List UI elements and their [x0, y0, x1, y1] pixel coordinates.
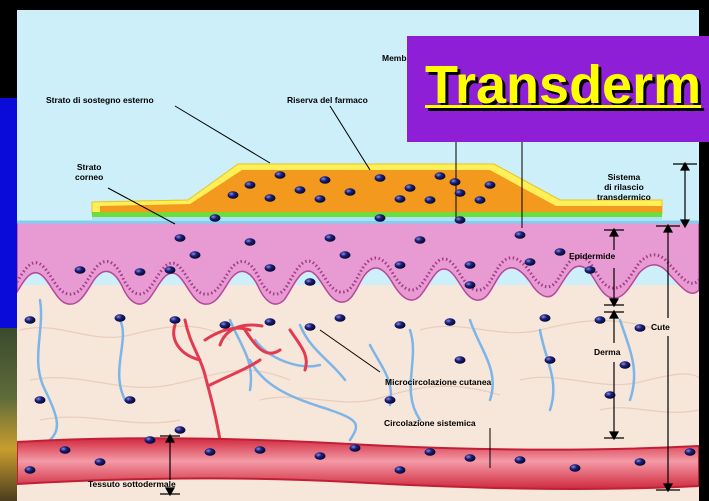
drug-molecule — [595, 316, 606, 324]
drug-molecule — [465, 261, 476, 269]
label-strato-corneo: Strato corneo — [75, 162, 103, 182]
label-epidermide: Epidermide — [569, 251, 615, 261]
drug-molecule — [245, 238, 256, 246]
drug-molecule — [220, 321, 231, 329]
drug-molecule — [115, 314, 126, 322]
drug-molecule — [315, 195, 326, 203]
drug-molecule — [635, 324, 646, 332]
label-membrana: Memb — [382, 53, 407, 63]
drug-molecule — [165, 266, 176, 274]
label-tessuto-sottodermale: Tessuto sottodermale — [88, 479, 176, 489]
label-microcircolazione: Microcircolazione cutanea — [385, 377, 491, 387]
label-sistema-rilascio: Sistema di rilascio transdermico — [597, 172, 651, 202]
drug-molecule — [335, 314, 346, 322]
drug-molecule — [320, 176, 331, 184]
drug-molecule — [145, 436, 156, 444]
drug-molecule — [425, 448, 436, 456]
drug-molecule — [455, 216, 466, 224]
label-cute: Cute — [651, 322, 670, 332]
drug-molecule — [455, 356, 466, 364]
drug-molecule — [395, 261, 406, 269]
drug-molecule — [395, 195, 406, 203]
drug-molecule — [350, 444, 361, 452]
drug-molecule — [210, 214, 221, 222]
label-riserva-farmaco: Riserva del farmaco — [287, 95, 368, 105]
drug-molecule — [135, 268, 146, 276]
drug-molecule — [245, 181, 256, 189]
drug-molecule — [175, 426, 186, 434]
drug-molecule — [635, 458, 646, 466]
drug-molecule — [25, 466, 36, 474]
drug-molecule — [325, 234, 336, 242]
drug-molecule — [275, 171, 286, 179]
slide-title: Transderm — [425, 54, 701, 116]
drug-molecule — [385, 396, 396, 404]
drug-molecule — [255, 446, 266, 454]
drug-molecule — [395, 321, 406, 329]
drug-molecule — [395, 466, 406, 474]
drug-molecule — [340, 251, 351, 259]
drug-molecule — [60, 446, 71, 454]
drug-molecule — [455, 189, 466, 197]
drug-molecule — [175, 234, 186, 242]
drug-molecule — [515, 231, 526, 239]
drug-molecule — [445, 318, 456, 326]
drug-molecule — [265, 194, 276, 202]
left-bar-top — [0, 10, 17, 98]
drug-molecule — [415, 236, 426, 244]
left-bar-photo — [0, 328, 17, 501]
drug-molecule — [25, 316, 36, 324]
label-circolazione-sistemica: Circolazione sistemica — [384, 418, 476, 428]
drug-molecule — [345, 188, 356, 196]
title-banner: Transderm — [407, 36, 709, 142]
top-bar — [0, 0, 709, 10]
drug-molecule — [555, 248, 566, 256]
drug-molecule — [315, 452, 326, 460]
drug-molecule — [540, 314, 551, 322]
drug-molecule — [485, 181, 496, 189]
drug-molecule — [125, 396, 136, 404]
drug-molecule — [205, 448, 216, 456]
drug-molecule — [95, 458, 106, 466]
drug-molecule — [515, 456, 526, 464]
drug-molecule — [375, 174, 386, 182]
drug-molecule — [295, 186, 306, 194]
drug-molecule — [450, 178, 461, 186]
drug-molecule — [435, 172, 446, 180]
drug-molecule — [305, 278, 316, 286]
drug-molecule — [605, 391, 616, 399]
drug-molecule — [305, 323, 316, 331]
label-strato-sostegno: Strato di sostegno esterno — [46, 95, 154, 105]
drug-molecule — [570, 464, 581, 472]
drug-molecule — [35, 396, 46, 404]
drug-molecule — [685, 448, 696, 456]
drug-molecule — [265, 318, 276, 326]
drug-molecule — [375, 214, 386, 222]
drug-molecule — [425, 196, 436, 204]
drug-molecule — [545, 356, 556, 364]
drug-molecule — [465, 454, 476, 462]
drug-molecule — [475, 196, 486, 204]
drug-molecule — [465, 281, 476, 289]
drug-molecule — [525, 258, 536, 266]
drug-molecule — [265, 264, 276, 272]
drug-molecule — [620, 361, 631, 369]
drug-molecule — [170, 316, 181, 324]
drug-molecule — [405, 184, 416, 192]
drug-molecule — [228, 191, 239, 199]
drug-molecule — [190, 251, 201, 259]
drug-molecule — [585, 266, 596, 274]
drug-molecule — [75, 266, 86, 274]
label-derma: Derma — [594, 347, 620, 357]
left-bar-blue — [0, 98, 17, 328]
